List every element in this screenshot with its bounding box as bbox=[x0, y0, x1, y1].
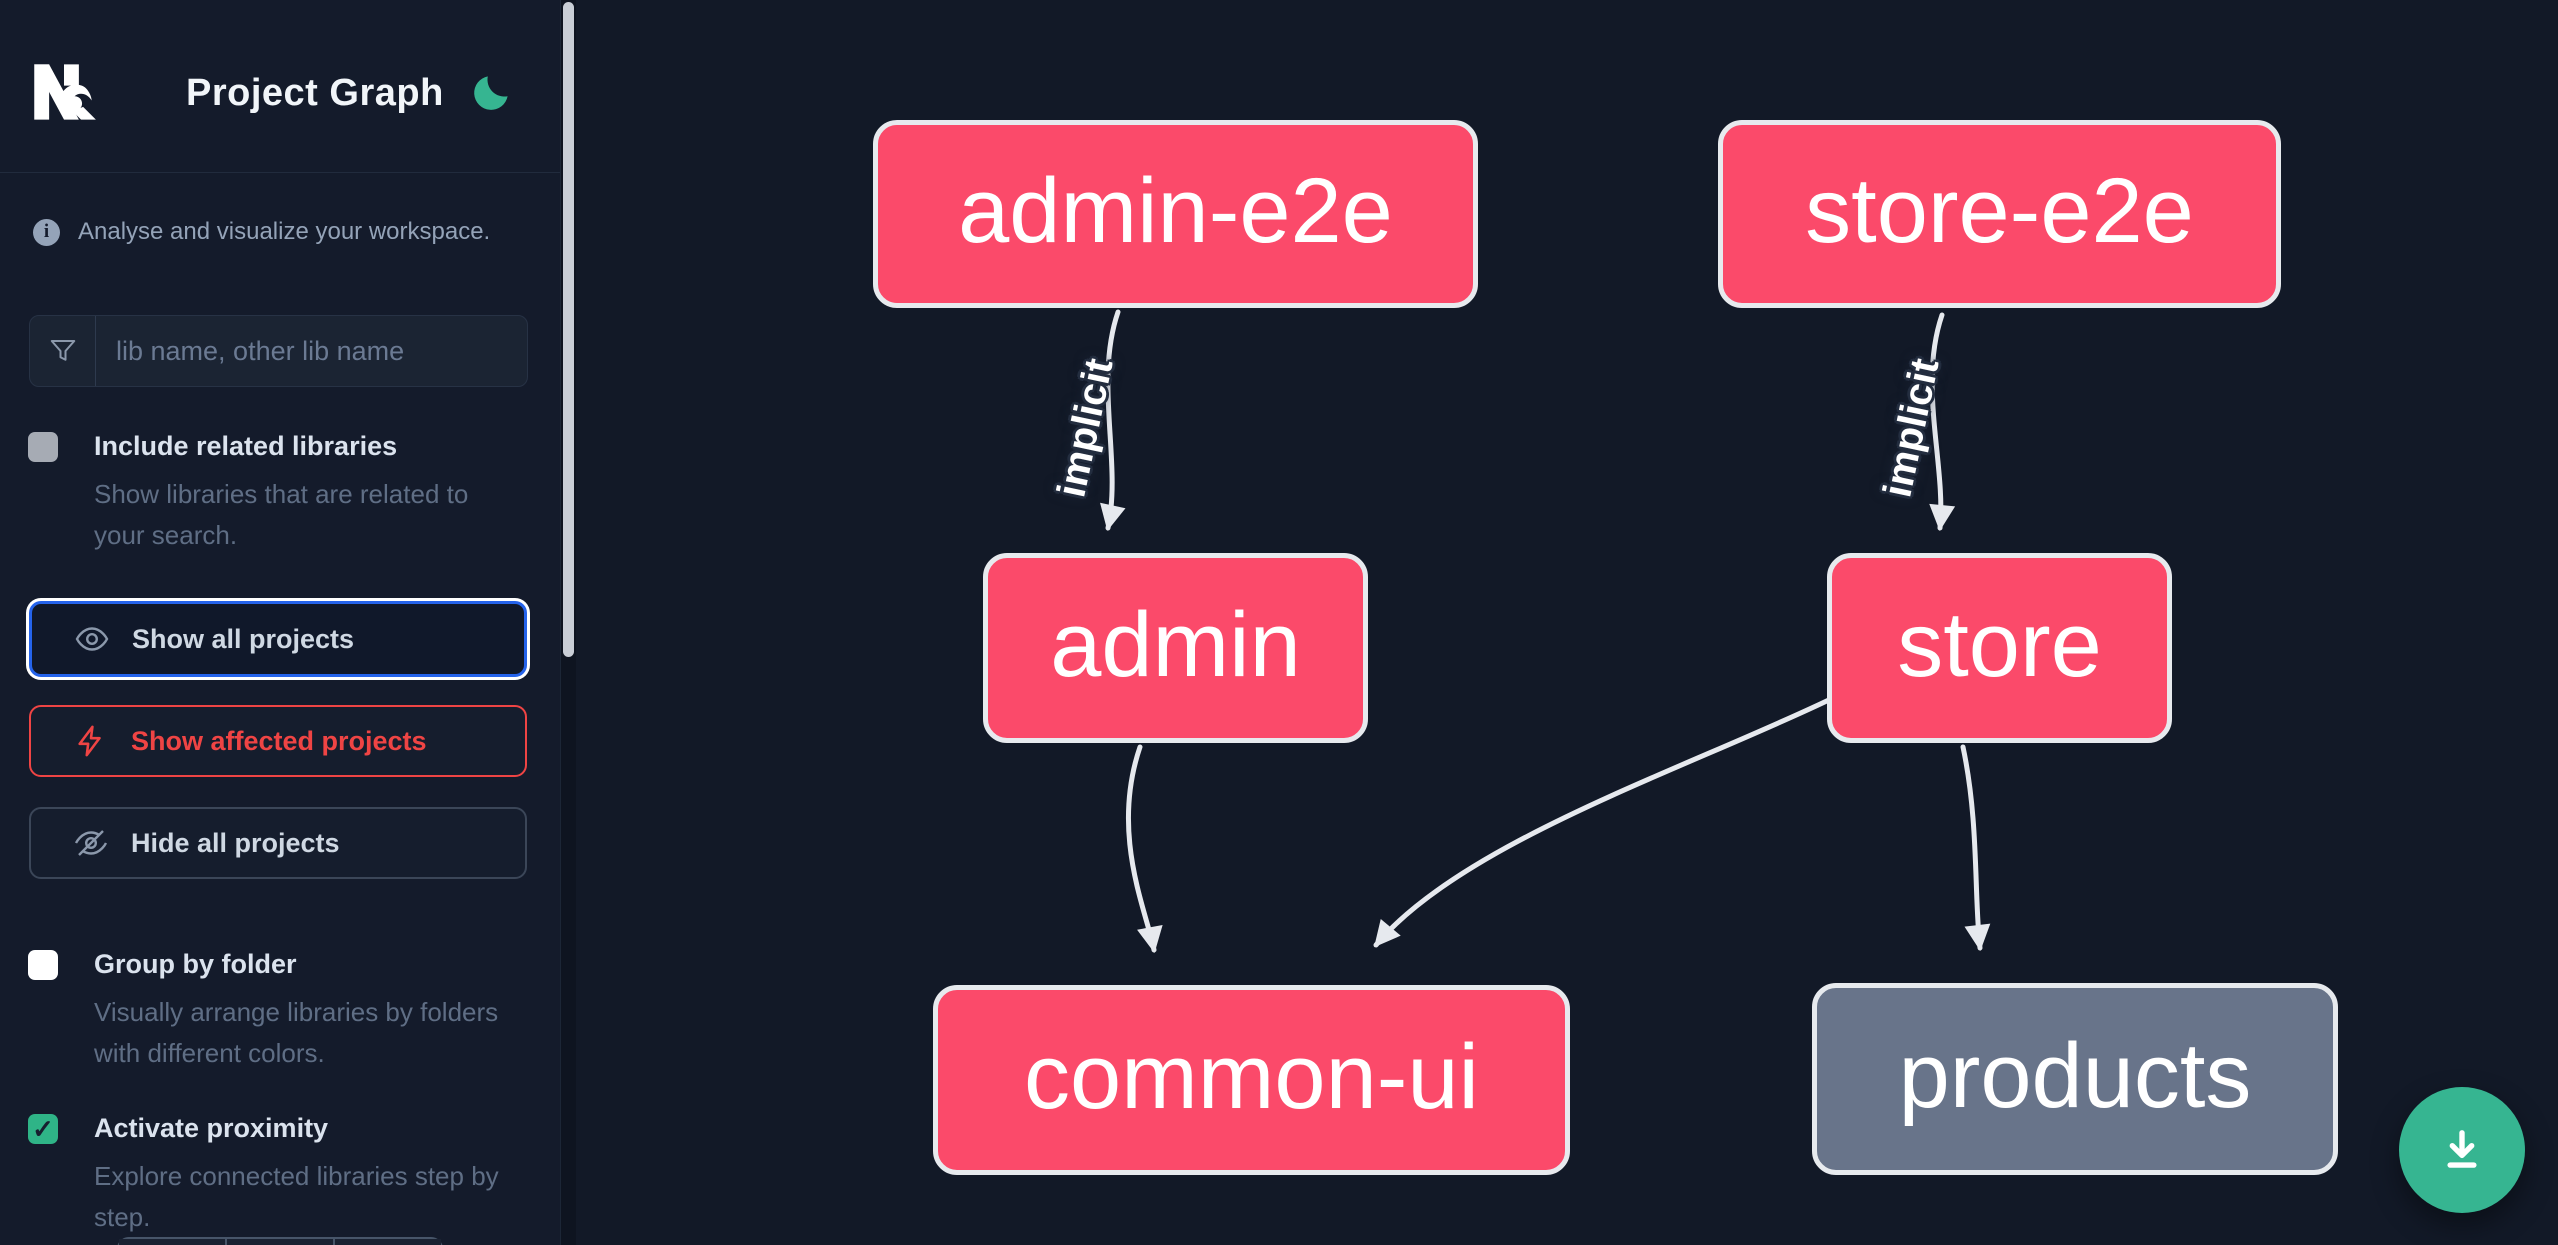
option-include-related-libraries: Include related libraries Show libraries… bbox=[28, 430, 528, 555]
option-label: Activate proximity bbox=[94, 1113, 329, 1143]
info-icon: i bbox=[33, 218, 60, 246]
page-title: Project Graph bbox=[186, 72, 444, 114]
graph-node-products[interactable]: products bbox=[1812, 983, 2338, 1175]
button-label: Hide all projects bbox=[131, 827, 340, 858]
option-description: Explore connected libraries step by step… bbox=[94, 1161, 499, 1232]
info-text: Analyse and visualize your workspace. bbox=[78, 218, 491, 245]
graph-node-common-ui[interactable]: common-ui bbox=[933, 985, 1570, 1175]
show-affected-projects-button[interactable]: Show affected projects bbox=[29, 705, 527, 777]
stepper-decrement[interactable] bbox=[119, 1239, 227, 1245]
edge-admin-to-common-ui bbox=[1125, 744, 1163, 953]
search-input[interactable] bbox=[96, 316, 527, 386]
edge-store-to-products bbox=[1960, 744, 1991, 951]
edge-admin-e2e-to-admin bbox=[1100, 309, 1126, 531]
option-group-by-folder: Group by folder Visually arrange librari… bbox=[28, 948, 528, 1073]
sidebar-scrollbar[interactable] bbox=[560, 0, 576, 1245]
option-label: Include related libraries bbox=[94, 431, 398, 461]
button-label: Show affected projects bbox=[131, 725, 427, 756]
edge-store-to-common-ui bbox=[1373, 695, 1836, 948]
activate-proximity-checkbox[interactable]: ✓ bbox=[28, 1114, 58, 1144]
stepper-increment[interactable] bbox=[335, 1239, 441, 1245]
dark-mode-toggle-moon-icon[interactable] bbox=[468, 72, 512, 116]
checkmark-icon: ✓ bbox=[32, 1114, 54, 1144]
graph-node-admin-e2e[interactable]: admin-e2e bbox=[873, 120, 1478, 308]
option-description: Show libraries that are related to your … bbox=[94, 479, 469, 550]
button-label: Show all projects bbox=[132, 623, 355, 654]
nx-logo-icon bbox=[34, 64, 96, 120]
option-label: Group by folder bbox=[94, 949, 297, 979]
download-icon bbox=[2447, 1130, 2477, 1168]
include-related-checkbox[interactable] bbox=[28, 432, 58, 462]
hide-all-projects-button[interactable]: Hide all projects bbox=[29, 807, 527, 879]
sidebar: Project Graph i Analyse and visualize yo… bbox=[0, 0, 560, 1245]
option-activate-proximity: ✓ Activate proximity Explore connected l… bbox=[28, 1112, 528, 1237]
bolt-icon bbox=[73, 723, 109, 759]
workspace-info: i Analyse and visualize your workspace. bbox=[33, 218, 490, 246]
graph-node-admin[interactable]: admin bbox=[983, 553, 1368, 743]
stepper-value bbox=[227, 1239, 335, 1245]
graph-node-store[interactable]: store bbox=[1827, 553, 2172, 743]
edge-store-e2e-to-store bbox=[1929, 312, 1956, 531]
download-graph-button[interactable] bbox=[2399, 1087, 2525, 1213]
show-all-projects-button[interactable]: Show all projects bbox=[29, 601, 527, 677]
option-description: Visually arrange libraries by folders wi… bbox=[94, 997, 499, 1068]
eye-slash-icon bbox=[73, 825, 109, 861]
graph-node-store-e2e[interactable]: store-e2e bbox=[1718, 120, 2281, 308]
scrollbar-thumb[interactable] bbox=[563, 2, 574, 657]
eye-icon bbox=[74, 621, 110, 657]
group-by-folder-checkbox[interactable] bbox=[28, 950, 58, 980]
sidebar-header: Project Graph bbox=[0, 0, 560, 173]
funnel-filter-icon bbox=[30, 316, 96, 386]
filter-search-box bbox=[29, 315, 528, 387]
